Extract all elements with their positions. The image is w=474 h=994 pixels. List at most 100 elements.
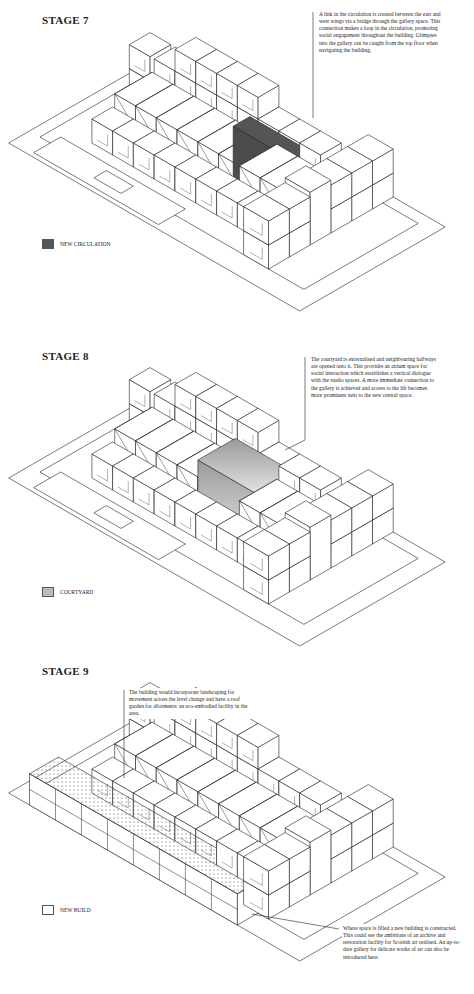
- window-line: [107, 134, 108, 146]
- roof-slope: [136, 419, 173, 441]
- window-line: [222, 862, 232, 868]
- block-roof: [300, 466, 342, 490]
- window-line: [211, 529, 212, 541]
- field-marking: [94, 506, 133, 529]
- window-line: [190, 64, 191, 75]
- roof-slope: [115, 407, 152, 429]
- roof-slope: [239, 794, 276, 816]
- window-line: [149, 158, 150, 170]
- window-line: [201, 731, 211, 737]
- roof-slope: [156, 746, 193, 768]
- window-line: [118, 487, 128, 493]
- window-line: [222, 547, 232, 553]
- window-line: [128, 146, 129, 158]
- window-line: [211, 726, 212, 737]
- window-line: [252, 750, 253, 761]
- leader-line: [285, 357, 305, 450]
- block-roof: [300, 131, 342, 155]
- window-line: [159, 511, 169, 517]
- window-line: [250, 902, 262, 909]
- window-line: [144, 60, 145, 72]
- roof-slope: [115, 72, 152, 94]
- window-line: [97, 140, 107, 146]
- window-line: [211, 76, 212, 87]
- window-line: [222, 743, 232, 749]
- window-line: [180, 404, 190, 410]
- window-line: [201, 535, 211, 541]
- window-line: [97, 475, 107, 481]
- legend-item: COURTYARD: [42, 586, 95, 598]
- window-line: [252, 435, 253, 446]
- window-line: [134, 401, 144, 407]
- window-line: [144, 395, 145, 407]
- window-line: [250, 878, 262, 885]
- block-roof: [244, 530, 290, 556]
- window-line: [128, 481, 129, 493]
- window-line: [169, 505, 170, 517]
- legend-swatch: [42, 239, 54, 249]
- leader-line: [313, 12, 314, 118]
- window-line: [201, 200, 211, 206]
- site-plate: [9, 59, 446, 311]
- callout-note: The building would incorporate landscapi…: [128, 688, 252, 719]
- window-line: [211, 194, 212, 206]
- site-plate: [9, 394, 446, 646]
- window-line: [262, 558, 263, 570]
- window-line: [250, 587, 262, 594]
- window-line: [243, 105, 253, 111]
- window-line: [222, 93, 232, 99]
- roof-slope: [136, 84, 173, 106]
- window-line: [232, 423, 233, 434]
- field-marking: [94, 171, 133, 194]
- leader-line: [124, 690, 125, 778]
- stage-drawing: [9, 683, 446, 961]
- roof-slope: [136, 734, 173, 756]
- legend-text: NEW CIRCULATION: [60, 241, 110, 247]
- roof-slope: [198, 120, 235, 142]
- window-line: [222, 212, 232, 218]
- window-line: [180, 523, 190, 529]
- window-line: [232, 738, 233, 749]
- callout-note: Where space is filled a new building is …: [342, 924, 466, 962]
- callout-note: A link in the circulation is created bet…: [318, 10, 444, 55]
- window-line: [232, 856, 233, 868]
- window-line: [139, 499, 149, 505]
- window-line: [250, 252, 262, 259]
- window-line: [262, 897, 263, 909]
- roof-slope: [239, 479, 276, 501]
- window-line: [180, 188, 190, 194]
- roof-slope: [177, 758, 214, 780]
- window-line: [262, 582, 263, 594]
- callout-note: The courtyard is externalised and neighb…: [310, 355, 440, 400]
- window-line: [262, 873, 263, 885]
- window-line: [190, 182, 191, 194]
- window-line: [262, 223, 263, 235]
- window-line: [243, 755, 253, 761]
- window-line: [201, 81, 211, 87]
- stage-drawing: [9, 368, 446, 646]
- roof-slope: [219, 782, 256, 804]
- roof-slope: [239, 144, 276, 166]
- legend-swatch: [42, 587, 54, 597]
- legend-text: COURTYARD: [60, 589, 93, 595]
- window-line: [149, 493, 150, 505]
- window-line: [222, 428, 232, 434]
- stage-heading: STAGE 7: [42, 14, 89, 26]
- window-line: [180, 719, 190, 725]
- window-line: [180, 69, 190, 75]
- window-line: [211, 411, 212, 422]
- stage-heading: STAGE 9: [42, 665, 89, 677]
- legend-item: NEW CIRCULATION: [42, 238, 112, 250]
- window-line: [139, 164, 149, 170]
- roof-slope: [198, 770, 235, 792]
- block-roof: [300, 781, 342, 805]
- new-build: [30, 757, 267, 894]
- block-roof: [237, 73, 279, 97]
- window-line: [190, 517, 191, 529]
- window-line: [118, 152, 128, 158]
- roof-slope: [156, 431, 193, 453]
- window-line: [232, 206, 233, 218]
- window-line: [201, 416, 211, 422]
